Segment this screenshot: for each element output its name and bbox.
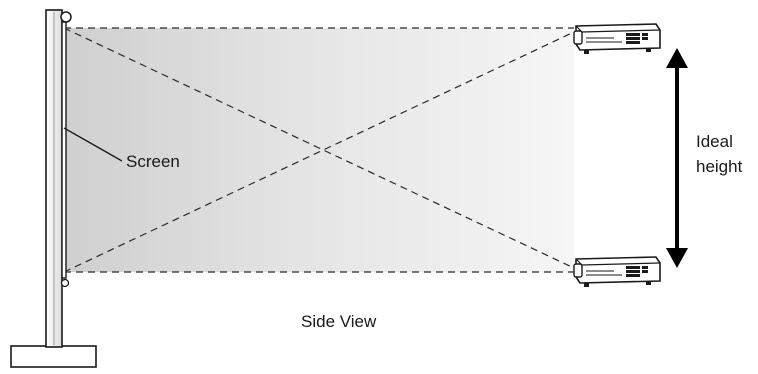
cross-ray-up xyxy=(63,31,575,273)
lens-icon xyxy=(573,30,583,45)
projection-light-area xyxy=(64,28,574,272)
screen-label: Screen xyxy=(126,152,180,171)
screen-leader-line xyxy=(63,127,123,162)
side-view-caption: Side View xyxy=(301,312,377,331)
projector-top xyxy=(573,23,661,54)
ideal-height-label-line1: Ideal xyxy=(696,132,733,151)
screen xyxy=(60,11,72,288)
cross-ray-down xyxy=(63,27,575,269)
projection-rays xyxy=(63,27,575,273)
screen-surface xyxy=(61,21,67,279)
stand-base xyxy=(10,345,97,368)
lens-icon xyxy=(573,263,583,278)
vent-grille-icon xyxy=(626,266,648,277)
screen-bottom-hook xyxy=(60,278,70,288)
projector-bottom xyxy=(573,256,661,287)
height-arrow-icon xyxy=(666,48,688,268)
screen-top-hook xyxy=(60,11,72,23)
vent-grille-icon xyxy=(626,33,648,44)
ideal-height-label-line2: height xyxy=(696,157,743,176)
